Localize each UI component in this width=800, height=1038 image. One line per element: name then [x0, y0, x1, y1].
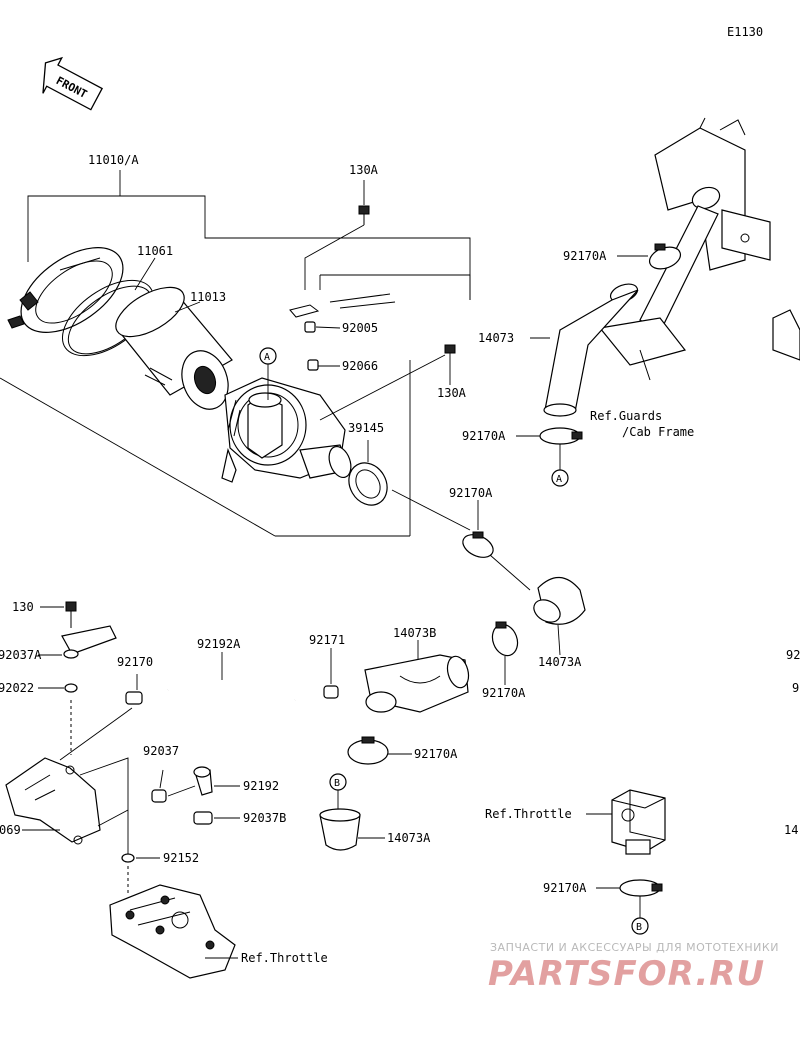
clamp-92170a-5: [347, 736, 412, 765]
callout-130: 130: [12, 600, 34, 614]
callout-14073a-2: 14073A: [387, 831, 431, 845]
air-cleaner-group: [0, 170, 471, 537]
callout-92170a-5: 92170A: [414, 747, 458, 761]
watermark-tagline: ЗАПЧАСТИ И АКСЕССУАРЫ ДЛЯ МОТОТЕХНИКИ: [490, 941, 779, 954]
callout-92066: 92066: [342, 359, 378, 373]
callout-069: 069: [0, 823, 21, 837]
washer-92152: [121, 853, 160, 895]
hose-14073a-lower: [319, 808, 385, 851]
callout-92192: 92192: [243, 779, 279, 793]
clamp-92170: [125, 674, 143, 705]
callout-14073b: 14073B: [393, 626, 436, 640]
callout-14073: 14073: [478, 331, 514, 345]
bolt-130: [40, 601, 77, 628]
clamp-92037: [151, 769, 196, 803]
marker-a-housing: A: [259, 347, 277, 400]
filter-element: [115, 286, 233, 410]
callout-92170a-3: 92170A: [449, 486, 493, 500]
svg-text:B: B: [636, 922, 642, 933]
callout-130a-top: 130A: [349, 163, 379, 177]
callout-92171: 92171: [309, 633, 345, 647]
callout-92037b: 92037B: [243, 811, 286, 825]
air-cleaner-cap: [7, 247, 124, 333]
front-arrow-icon: FRONT: [42, 56, 104, 111]
callout-92192a: 92192A: [197, 637, 241, 651]
ref-guards-line1: Ref.Guards: [590, 409, 662, 423]
throttle-body-right: [586, 789, 666, 855]
diagram-code: E1130: [727, 25, 763, 39]
clamp-92170a-4: [491, 621, 519, 685]
air-cleaner-housing: [221, 377, 352, 483]
callout-11061: 11061: [137, 244, 173, 258]
callout-92170a-6: 92170A: [543, 881, 587, 895]
washer-92037a: [38, 649, 79, 659]
bolt-130a-top: [304, 180, 370, 290]
callout-92005: 92005: [342, 321, 378, 335]
frame-group: [530, 117, 800, 417]
callout-92170a-2: 92170A: [462, 429, 506, 443]
callout-92037: 92037: [143, 744, 179, 758]
marker-a-right: A: [551, 469, 569, 487]
elbow-92192: [193, 766, 240, 796]
callout-92152: 92152: [163, 851, 199, 865]
coupler-39145: [348, 440, 388, 506]
callout-edge-2: 9: [792, 681, 799, 695]
ref-guards-line2: /Cab Frame: [622, 425, 694, 439]
washer-92022: [38, 683, 78, 755]
bracket-parts: [289, 274, 471, 371]
bolt-130a-mid: [319, 344, 456, 421]
clamp-92037b: [193, 811, 240, 825]
bracket-069: [5, 707, 133, 862]
callout-11013: 11013: [190, 290, 226, 304]
callout-edge-3: 14: [784, 823, 798, 837]
ref-throttle-left: Ref.Throttle: [241, 951, 328, 965]
hose-14073a-top: [533, 576, 586, 656]
plate-bracket: [61, 625, 117, 655]
svg-text:A: A: [264, 352, 270, 363]
watermark-brand: PARTSFOR.RU: [488, 954, 765, 994]
callout-92170a-1: 92170A: [563, 249, 607, 263]
seal-ring: [61, 279, 155, 357]
callout-92037a: 92037A: [0, 648, 42, 662]
callout-39145: 39145: [348, 421, 384, 435]
clamp-92170a-1: [617, 243, 682, 270]
ref-throttle-right: Ref.Throttle: [485, 807, 572, 821]
callout-92022: 92022: [0, 681, 34, 695]
callout-130a-mid: 130A: [437, 386, 467, 400]
callout-92170: 92170: [117, 655, 153, 669]
clamp-92170a-6: [596, 879, 663, 918]
callout-14073a-1: 14073A: [538, 655, 582, 669]
hose-92192a: [166, 652, 296, 704]
svg-text:A: A: [556, 474, 562, 485]
marker-b-left: B: [329, 773, 347, 812]
clamp-92170a-2: [516, 427, 583, 470]
clamp-92170a-3: [462, 500, 494, 558]
marker-b-right: B: [631, 917, 649, 935]
callout-92170a-4: 92170A: [482, 686, 526, 700]
callout-edge-1: 92: [786, 648, 800, 662]
throttle-body-left: [109, 884, 238, 979]
svg-text:B: B: [334, 778, 340, 789]
hose-14073b: [364, 640, 470, 713]
clamp-92171: [323, 648, 339, 699]
callout-11010a: 11010/A: [88, 153, 139, 167]
